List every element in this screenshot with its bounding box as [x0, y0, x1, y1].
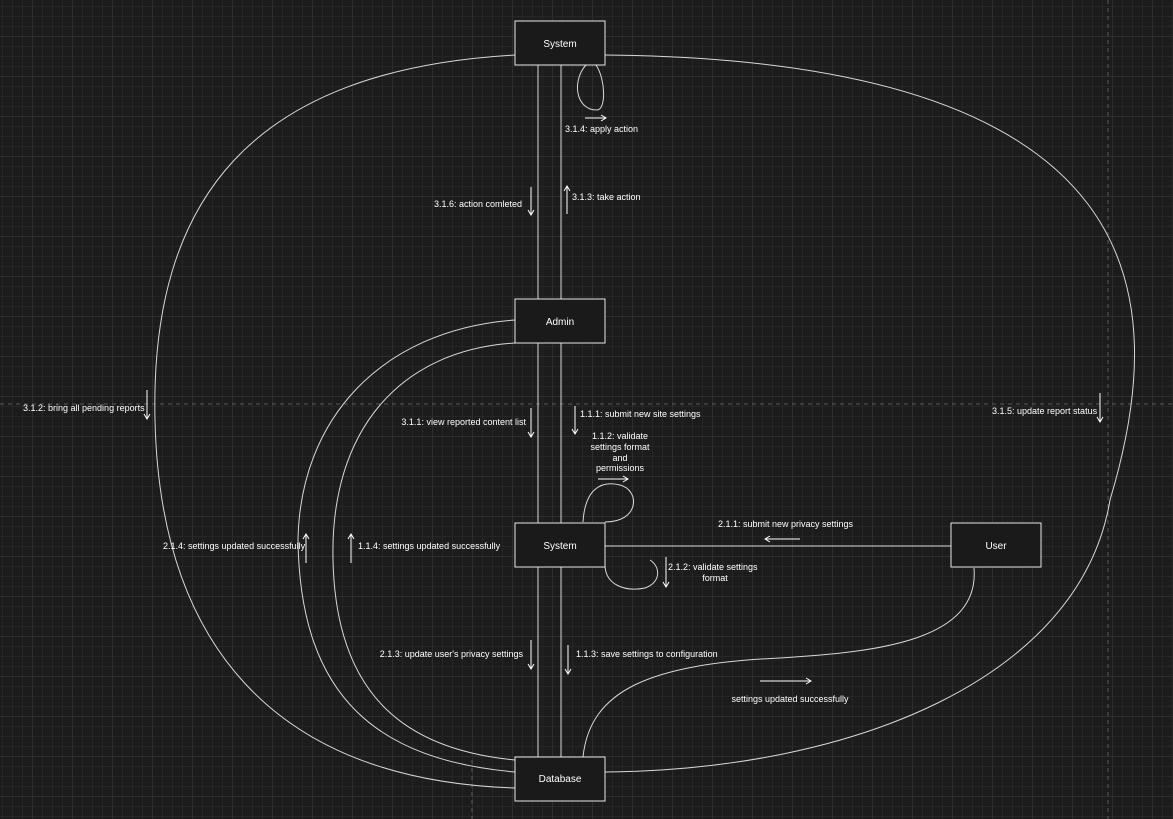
arrow-right-314: [585, 114, 607, 122]
msg-212-line1: 2.1.2: validate settings: [668, 562, 758, 572]
message-labels: 3.1.4: apply action 3.1.6: action comlet…: [23, 124, 1098, 704]
msg-112-line4: permissions: [596, 463, 645, 473]
self-loop-system-mid-right: [604, 559, 659, 590]
arrow-down-212: [662, 557, 670, 588]
msg-314: 3.1.4: apply action: [565, 124, 638, 134]
arrow-down-113: [564, 645, 572, 675]
link-admin-database-outer: [297, 319, 516, 773]
node-system-top-label: System: [543, 39, 576, 50]
arrow-down-315: [1096, 393, 1104, 423]
arrow-down-213: [527, 640, 535, 670]
arrow-right-user-ok: [760, 677, 812, 685]
msg-213: 2.1.3: update user's privacy settings: [380, 649, 524, 659]
link-user-database: [582, 567, 975, 758]
node-user[interactable]: User: [950, 522, 1042, 568]
msg-113: 1.1.3: save settings to configuration: [576, 649, 718, 659]
self-loop-system-mid-top: [582, 483, 634, 523]
node-system-top[interactable]: System: [514, 20, 606, 66]
msg-212-line2: format: [702, 573, 728, 583]
node-database-label: Database: [539, 774, 582, 785]
link-admin-database-inner: [332, 342, 516, 761]
msg-user-ok: settings updated successfully: [731, 694, 849, 704]
msg-315: 3.1.5: update report status: [992, 406, 1098, 416]
msg-214: 2.1.4: settings updated successfully: [163, 541, 306, 551]
node-database[interactable]: Database: [514, 756, 606, 802]
arrow-up-114: [347, 533, 355, 563]
node-admin[interactable]: Admin: [514, 298, 606, 344]
arrow-down-111: [571, 406, 579, 435]
arrow-down-312: [143, 390, 151, 420]
arrow-down-311: [527, 408, 535, 438]
msg-112-line3: and: [612, 453, 627, 463]
self-loop-system-top: [577, 64, 605, 111]
node-user-label: User: [985, 541, 1007, 552]
link-system-top-database-left: [154, 54, 516, 789]
msg-313: 3.1.3: take action: [572, 192, 641, 202]
msg-316: 3.1.6: action comleted: [434, 199, 522, 209]
arrow-down-316: [527, 187, 535, 216]
msg-111: 1.1.1: submit new site settings: [580, 409, 701, 419]
node-admin-label: Admin: [546, 317, 574, 328]
msg-112-line2: settings format: [590, 442, 650, 452]
node-system-mid-label: System: [543, 541, 576, 552]
arrow-up-214: [302, 533, 310, 563]
msg-112-line1: 1.1.2: validate: [592, 431, 648, 441]
msg-211: 2.1.1: submit new privacy settings: [718, 519, 854, 529]
node-system-mid[interactable]: System: [514, 522, 606, 568]
arrow-left-211: [764, 535, 800, 543]
arrow-up-313: [563, 185, 571, 214]
arrow-right-112: [598, 475, 629, 483]
msg-311: 3.1.1: view reported content list: [401, 417, 526, 427]
message-arrows: [143, 114, 1104, 685]
msg-114: 1.1.4: settings updated successfully: [358, 541, 501, 551]
msg-312: 3.1.2: bring all pending reports: [23, 403, 145, 413]
connectors: [154, 54, 1135, 789]
link-system-top-database-right: [604, 54, 1135, 773]
